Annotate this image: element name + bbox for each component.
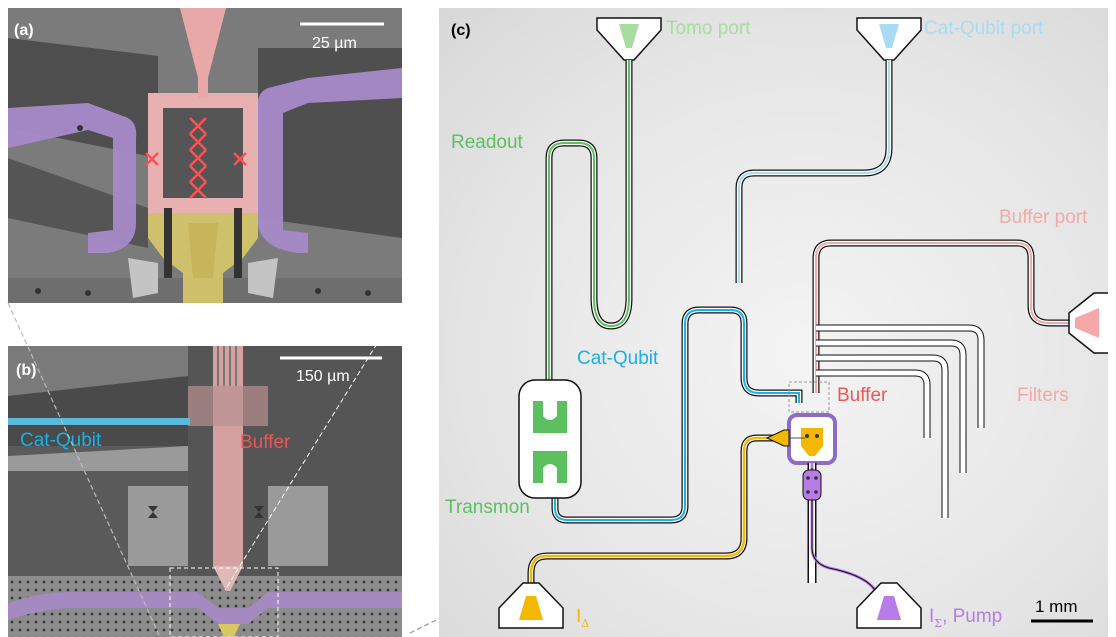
transmon-box <box>518 379 582 499</box>
panel-b-zoom-box <box>169 567 279 637</box>
panel-b-scale-label: 150 µm <box>296 368 350 385</box>
panel-b-micrograph <box>8 346 402 637</box>
i-delta-sub: Δ <box>581 616 590 630</box>
filters-label: Filters <box>1017 385 1069 406</box>
buffer-port <box>1068 292 1108 354</box>
panel-a-micrograph <box>8 8 402 303</box>
cat-qubit-port <box>856 17 922 61</box>
pump-port <box>856 582 922 629</box>
panel-c-scale-label: 1 mm <box>1035 597 1078 616</box>
filters <box>816 324 985 518</box>
i-delta-main: I <box>576 606 582 627</box>
panel-b-tag: (b) <box>16 362 37 379</box>
panel-b-buffer-label: Buffer <box>240 432 291 453</box>
panel-a-tag: (a) <box>14 22 34 39</box>
tomo-port <box>596 17 662 61</box>
transmon-label: Transmon <box>445 497 530 518</box>
i-sigma-suffix: , Pump <box>942 606 1003 627</box>
panel-a-scale-label: 25 µm <box>312 35 357 52</box>
panel-b: (b) 150 µm Cat-Qubit Buffer <box>8 346 402 637</box>
cat-qubit-label: Cat-Qubit <box>577 348 659 369</box>
panel-c-circuit-layout <box>498 17 1108 629</box>
panel-a: (a) 25 µm <box>8 8 402 303</box>
i-sigma-sub: Σ <box>934 616 943 630</box>
buffer-label: Buffer <box>837 385 888 406</box>
tomo-port-label: Tomo port <box>666 18 751 39</box>
junction-crosses <box>145 117 247 199</box>
buffer-port-label: Buffer port <box>999 207 1088 228</box>
i-delta-port <box>498 582 564 629</box>
i-delta-label: IΔ <box>576 606 589 630</box>
panel-c-tag: (c) <box>451 22 471 39</box>
cat-qubit-port-label: Cat-Qubit port <box>924 18 1044 39</box>
i-sigma-pump-label: IΣ, Pump <box>929 606 1002 630</box>
panel-c: (c) Tomo port Cat-Qubit port Readout Buf… <box>439 8 1108 637</box>
panel-b-cat-qubit-label: Cat-Qubit <box>20 430 102 451</box>
readout-label: Readout <box>451 132 523 153</box>
i-sigma-main: I <box>929 606 935 627</box>
